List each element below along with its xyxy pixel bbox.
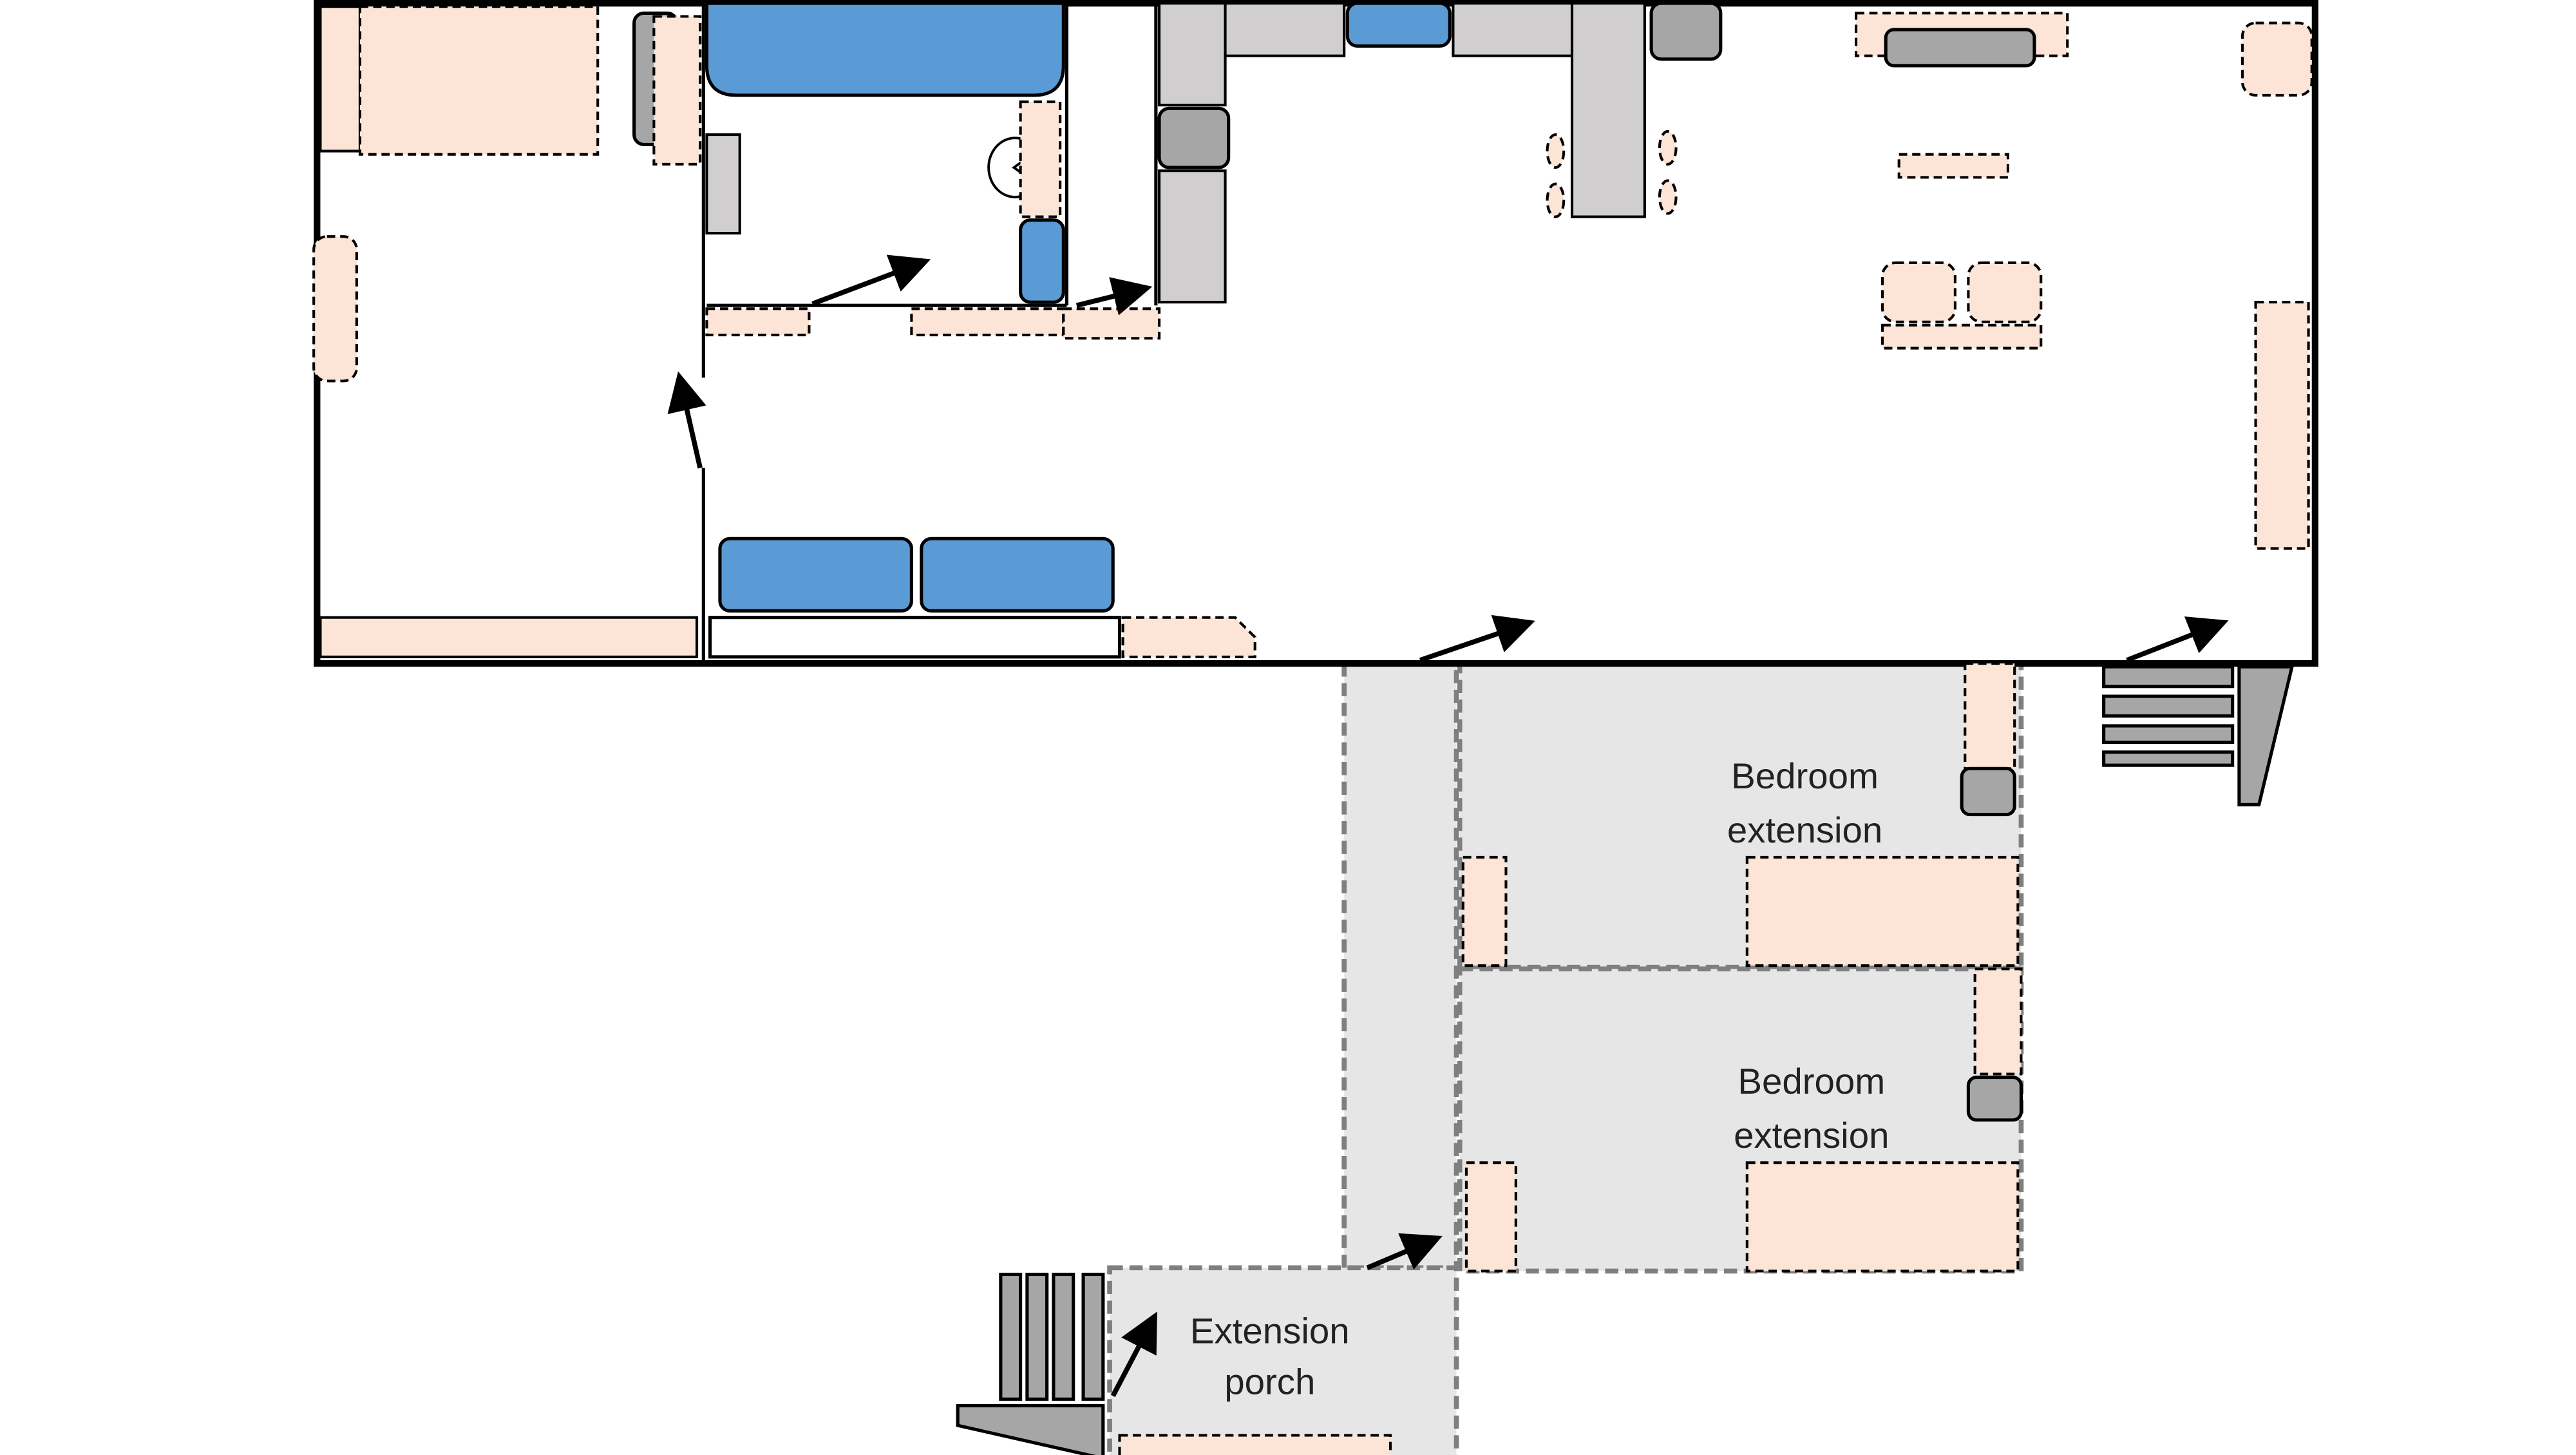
lounge xyxy=(708,12,2313,663)
step xyxy=(2102,750,2235,767)
step xyxy=(2102,694,2235,718)
armchair xyxy=(1967,261,2043,323)
bedroom-extension-1-furniture: Bedroom extension xyxy=(1461,662,2020,967)
cabinet xyxy=(1966,1076,2023,1122)
stool xyxy=(1658,129,1678,166)
stool xyxy=(1546,133,1566,169)
porch-bench xyxy=(1118,1434,1392,1455)
ramp xyxy=(2237,665,2295,806)
wardrobe xyxy=(1973,967,2023,1076)
bathroom xyxy=(705,1,1161,340)
cabinet xyxy=(652,15,702,166)
door-arrow xyxy=(1110,1311,1157,1397)
television xyxy=(1884,28,2036,68)
sofa-base xyxy=(708,616,1122,659)
breakfast-bar xyxy=(1570,2,1646,218)
counter xyxy=(1157,2,1227,107)
step xyxy=(1052,1272,1075,1401)
extension-porch xyxy=(1107,1265,1459,1455)
room-label: Bedroom xyxy=(1731,756,1879,796)
step xyxy=(1081,1272,1105,1401)
step xyxy=(1025,1272,1049,1401)
step xyxy=(2102,665,2235,689)
counter xyxy=(1224,2,1346,57)
bathtub xyxy=(705,1,1065,97)
wardrobe xyxy=(1964,662,2016,770)
kitchen xyxy=(1157,1,1723,304)
room-label: extension xyxy=(1727,810,1882,850)
extension-corridor xyxy=(1341,661,1459,1271)
stool xyxy=(1658,179,1678,215)
bed xyxy=(1745,1161,2020,1273)
bedside-table xyxy=(319,5,362,153)
step xyxy=(999,1272,1023,1401)
step xyxy=(2102,724,2235,744)
cabinet xyxy=(1960,766,2016,817)
stool xyxy=(1546,182,1566,218)
fridge xyxy=(1649,1,1723,61)
door-arrow xyxy=(1075,277,1153,316)
room-label: porch xyxy=(1224,1362,1315,1402)
sofa xyxy=(920,537,1115,613)
door-arrow xyxy=(811,254,931,307)
door-arrow xyxy=(667,371,706,469)
armchair xyxy=(1881,261,1956,323)
counter xyxy=(1452,2,1574,57)
shower xyxy=(1019,218,1065,304)
entrance-steps xyxy=(2102,665,2295,806)
storage-strip xyxy=(319,616,699,658)
room-label: extension xyxy=(1734,1115,1889,1155)
door-arrow xyxy=(1366,1233,1443,1270)
basin xyxy=(705,133,741,235)
bed xyxy=(1745,855,2020,967)
door-arrow xyxy=(1419,614,1535,663)
sink xyxy=(1345,1,1452,48)
coffee-table xyxy=(1897,153,2009,179)
shelf-3 xyxy=(1062,307,1161,340)
shelf-1 xyxy=(705,307,811,337)
dining-bench xyxy=(1881,323,2043,350)
bed xyxy=(358,5,600,156)
counter xyxy=(1157,169,1227,304)
door-arrow xyxy=(2126,616,2229,663)
room-label: Extension xyxy=(1190,1311,1350,1351)
bedside-table xyxy=(1464,1161,1517,1273)
dresser xyxy=(312,235,358,383)
side-table xyxy=(2241,21,2313,97)
sofa xyxy=(718,537,913,613)
bedroom-extension-2-furniture: Bedroom extension xyxy=(1464,967,2023,1273)
ramp xyxy=(956,1403,1105,1455)
sideboard xyxy=(2254,301,2310,550)
bathroom-cabinet xyxy=(1019,100,1062,218)
extension-area xyxy=(1107,661,2024,1455)
oven xyxy=(1157,106,1231,169)
room-label: Bedroom xyxy=(1738,1061,1885,1101)
master-bedroom xyxy=(312,5,706,658)
shelf-2 xyxy=(910,307,1065,337)
bedside-table xyxy=(1461,855,1508,967)
corner-unit xyxy=(1121,616,1256,658)
porch-furniture: Extension porch xyxy=(956,1233,1443,1455)
